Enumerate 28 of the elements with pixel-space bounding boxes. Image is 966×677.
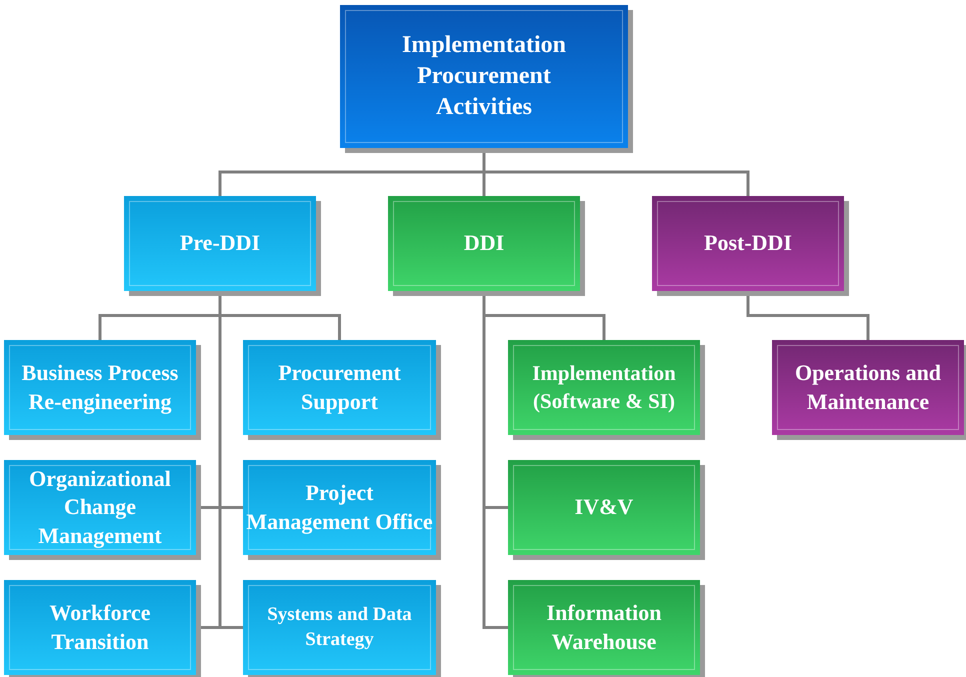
node-label: DDI: [462, 229, 506, 258]
node-label: IV&V: [574, 493, 634, 522]
node-label: Business Process Re-engineering: [20, 358, 180, 416]
node-label: Systems and Data Strategy: [266, 602, 413, 652]
process-box: [508, 580, 700, 675]
node-label: Post-DDI: [703, 229, 793, 258]
node-label: Project Management Office: [245, 478, 434, 536]
process-box: [772, 340, 964, 435]
node-label: Pre-DDI: [178, 229, 262, 258]
node-label: Workforce Transition: [48, 598, 152, 656]
node-label: Implementation (Software & SI): [531, 360, 677, 414]
process-box: [508, 460, 700, 555]
node-label: Operations and Maintenance: [794, 358, 942, 416]
process-box: [508, 340, 700, 435]
node-label: Organizational Change Management: [28, 464, 172, 550]
process-box: [340, 5, 628, 148]
process-box: [124, 196, 316, 291]
node-label: Procurement Support: [277, 358, 402, 416]
node-label: Implementation Procurement Activities: [401, 30, 567, 122]
node-label: Information Warehouse: [546, 598, 662, 656]
process-box: [243, 460, 436, 555]
process-box: [4, 580, 196, 675]
process-box: [388, 196, 580, 291]
process-box: [4, 340, 196, 435]
process-box: [243, 580, 436, 675]
process-box: [4, 460, 196, 555]
process-box: [652, 196, 844, 291]
process-box: [243, 340, 436, 435]
